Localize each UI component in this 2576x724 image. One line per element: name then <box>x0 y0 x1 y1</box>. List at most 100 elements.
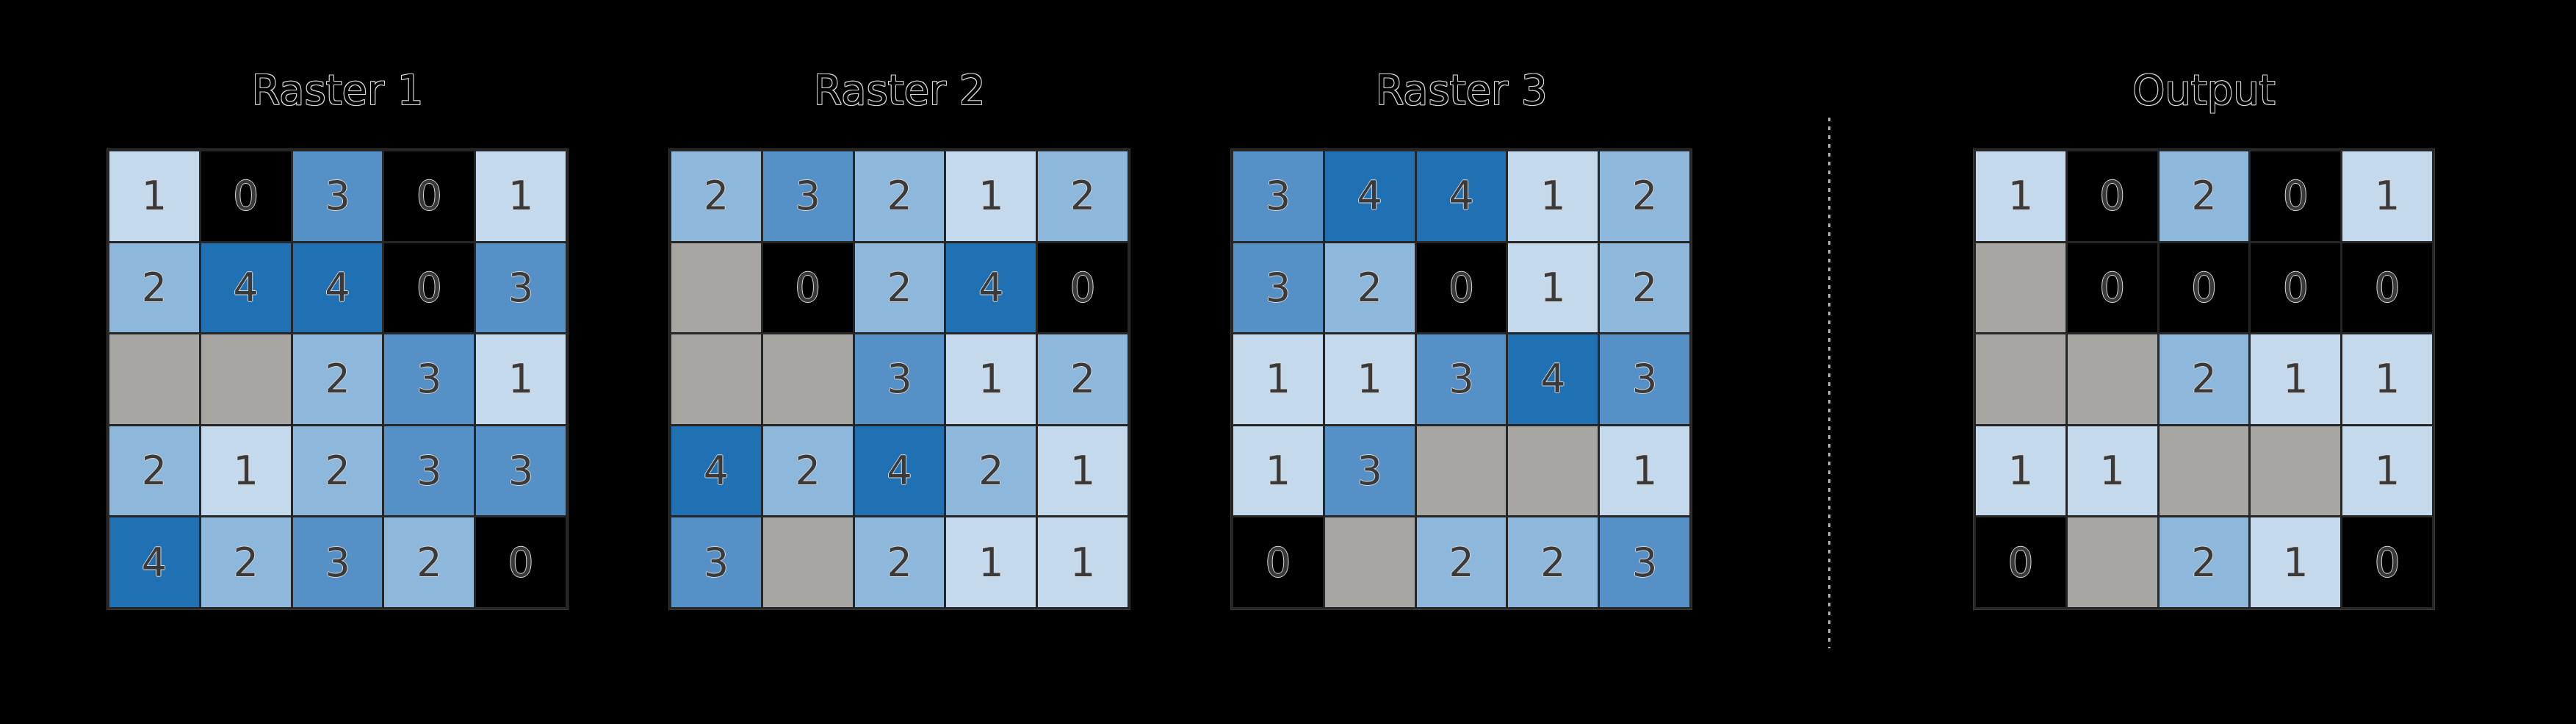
grid-cell: 2 <box>1600 151 1689 241</box>
grid-cell: 0 <box>2067 151 2157 241</box>
grid-cell: 1 <box>1233 334 1323 424</box>
grid-cell: 1 <box>2342 334 2432 424</box>
grid-cell: 0 <box>1233 517 1323 607</box>
grid-cell: 2 <box>384 517 475 607</box>
grid-cell: 0 <box>384 151 475 241</box>
grid-cell: 0 <box>2342 517 2432 607</box>
grid-cell-nodata <box>671 334 761 424</box>
grid-cell: 3 <box>762 151 853 241</box>
grid-cell: 2 <box>854 517 945 607</box>
grid-cell: 3 <box>384 334 475 424</box>
output-title: Output <box>2132 67 2276 115</box>
raster-3-title: Raster 3 <box>1375 67 1548 115</box>
grid-cell: 4 <box>292 243 383 333</box>
grid-cell: 3 <box>476 243 566 333</box>
grid-cell: 0 <box>384 243 475 333</box>
grid-cell-nodata <box>2251 426 2341 516</box>
grid-cell-nodata <box>109 334 199 424</box>
grid-cell-nodata <box>2067 517 2157 607</box>
grid-cell-nodata <box>1508 426 1598 516</box>
grid-cell: 0 <box>1038 243 1128 333</box>
grid-cell: 2 <box>1038 151 1128 241</box>
grid-cell-nodata <box>1324 517 1415 607</box>
grid-cell: 1 <box>1976 426 2066 516</box>
grid-cell: 2 <box>2159 517 2249 607</box>
grid-cell: 4 <box>109 517 199 607</box>
grid-cell: 3 <box>1324 426 1415 516</box>
grid-cell: 2 <box>946 426 1036 516</box>
grid-cell: 0 <box>2159 243 2249 333</box>
grid-cell: 2 <box>292 334 383 424</box>
grid-cell-nodata <box>762 334 853 424</box>
grid-cell: 3 <box>1416 334 1507 424</box>
grid-cell: 4 <box>671 426 761 516</box>
grid-cell: 0 <box>476 517 566 607</box>
grid-cell-nodata <box>1976 334 2066 424</box>
grid-cell: 1 <box>946 334 1036 424</box>
grid-cell: 1 <box>1324 334 1415 424</box>
grid-cell: 3 <box>1600 334 1689 424</box>
grid-cell-nodata <box>201 334 291 424</box>
grid-cell: 1 <box>2067 426 2157 516</box>
grid-cell: 4 <box>946 243 1036 333</box>
grid-cell: 2 <box>292 426 383 516</box>
grid-cell: 1 <box>2251 517 2341 607</box>
grid-cell: 1 <box>2251 334 2341 424</box>
grid-cell: 4 <box>201 243 291 333</box>
grid-cell: 1 <box>2342 151 2432 241</box>
grid-cell: 2 <box>2159 334 2249 424</box>
grid-cell: 1 <box>476 151 566 241</box>
raster-1-title: Raster 1 <box>251 67 424 115</box>
raster-2-title: Raster 2 <box>813 67 986 115</box>
grid-cell-nodata <box>671 243 761 333</box>
grid-cell: 0 <box>2067 243 2157 333</box>
grid-cell: 3 <box>292 517 383 607</box>
grid-cell: 2 <box>671 151 761 241</box>
grid-cell-nodata <box>762 517 853 607</box>
grid-cell: 1 <box>2342 426 2432 516</box>
grid-cell: 4 <box>1324 151 1415 241</box>
separator-dashed-line <box>1828 118 1830 648</box>
grid-cell: 2 <box>854 243 945 333</box>
grid-cell: 3 <box>1233 243 1323 333</box>
grid-cell-nodata <box>2067 334 2157 424</box>
grid-cell: 2 <box>1416 517 1507 607</box>
grid-cell: 1 <box>1508 243 1598 333</box>
grid-cell: 1 <box>109 151 199 241</box>
grid-cell: 2 <box>1324 243 1415 333</box>
grid-cell: 0 <box>2251 151 2341 241</box>
grid-cell: 1 <box>476 334 566 424</box>
grid-cell: 1 <box>201 426 291 516</box>
grid-cell: 1 <box>1038 426 1128 516</box>
grid-cell: 3 <box>1233 151 1323 241</box>
grid-cell: 2 <box>109 426 199 516</box>
grid-cell: 1 <box>1233 426 1323 516</box>
grid-cell: 0 <box>762 243 853 333</box>
grid-cell: 2 <box>762 426 853 516</box>
grid-cell: 1 <box>1508 151 1598 241</box>
grid-cell: 2 <box>1508 517 1598 607</box>
grid-cell: 1 <box>946 517 1036 607</box>
grid-cell-nodata <box>2159 426 2249 516</box>
grid-cell: 3 <box>854 334 945 424</box>
grid-cell: 0 <box>2342 243 2432 333</box>
grid-cell: 2 <box>2159 151 2249 241</box>
grid-cell: 2 <box>1038 334 1128 424</box>
grid-cell: 3 <box>476 426 566 516</box>
grid-cell: 4 <box>1416 151 1507 241</box>
grid-cell: 2 <box>854 151 945 241</box>
grid-cell: 1 <box>1038 517 1128 607</box>
grid-cell: 4 <box>1508 334 1598 424</box>
grid-cell: 1 <box>1600 426 1689 516</box>
grid-cell: 2 <box>201 517 291 607</box>
grid-cell: 1 <box>1976 151 2066 241</box>
grid-cell: 3 <box>292 151 383 241</box>
grid-cell: 2 <box>109 243 199 333</box>
